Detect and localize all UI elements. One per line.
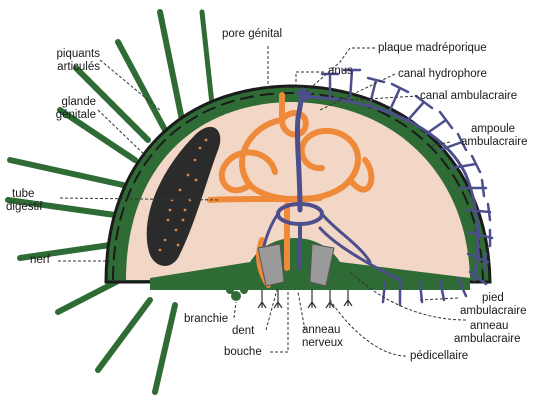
- label-pedicellaire: pédicellaire: [410, 350, 468, 363]
- label-pore-genital: pore génital: [222, 28, 282, 41]
- label-ampoule-line1: ampoule: [453, 123, 533, 136]
- label-piquants-line1: piquants: [40, 48, 100, 61]
- label-piquants-articules: piquants articulés: [40, 48, 100, 74]
- label-canal-ambulacraire: canal ambulacraire: [420, 90, 517, 103]
- pedicellariae: [258, 290, 352, 308]
- label-pied-line2: ambulacraire: [460, 305, 526, 318]
- label-anneau-amb-line2: ambulacraire: [454, 333, 520, 346]
- label-anneau-nerveux-line2: nerveux: [302, 337, 343, 350]
- label-anneau-nerveux-line1: anneau: [302, 324, 343, 337]
- label-canal-hydrophore: canal hydrophore: [398, 68, 487, 81]
- label-nerf: nerf: [30, 254, 50, 267]
- label-dent: dent: [232, 325, 254, 338]
- label-glande-genitale: glande génitale: [34, 96, 96, 122]
- label-glande-line2: génitale: [34, 109, 96, 122]
- label-tube-digestif: tube digestif: [6, 188, 42, 214]
- label-tube-line1: tube: [12, 188, 42, 201]
- label-anneau-nerveux: anneau nerveux: [302, 324, 343, 350]
- label-ampoule-ambulacraire: ampoule ambulacraire: [453, 123, 533, 149]
- label-anneau-amb-line1: anneau: [470, 320, 520, 333]
- label-plaque-madreporique: plaque madréporique: [378, 42, 487, 55]
- label-pied-line1: pied: [482, 292, 526, 305]
- label-branchie: branchie: [184, 313, 228, 326]
- label-tube-line2: digestif: [6, 201, 42, 214]
- label-ampoule-line2: ambulacraire: [461, 136, 533, 149]
- label-anus: anus: [328, 65, 353, 78]
- label-glande-line1: glande: [34, 96, 96, 109]
- label-pied-ambulacraire: pied ambulacraire: [460, 292, 526, 318]
- label-piquants-line2: articulés: [40, 61, 100, 74]
- label-bouche: bouche: [224, 346, 262, 359]
- label-anneau-ambulacraire: anneau ambulacraire: [454, 320, 520, 346]
